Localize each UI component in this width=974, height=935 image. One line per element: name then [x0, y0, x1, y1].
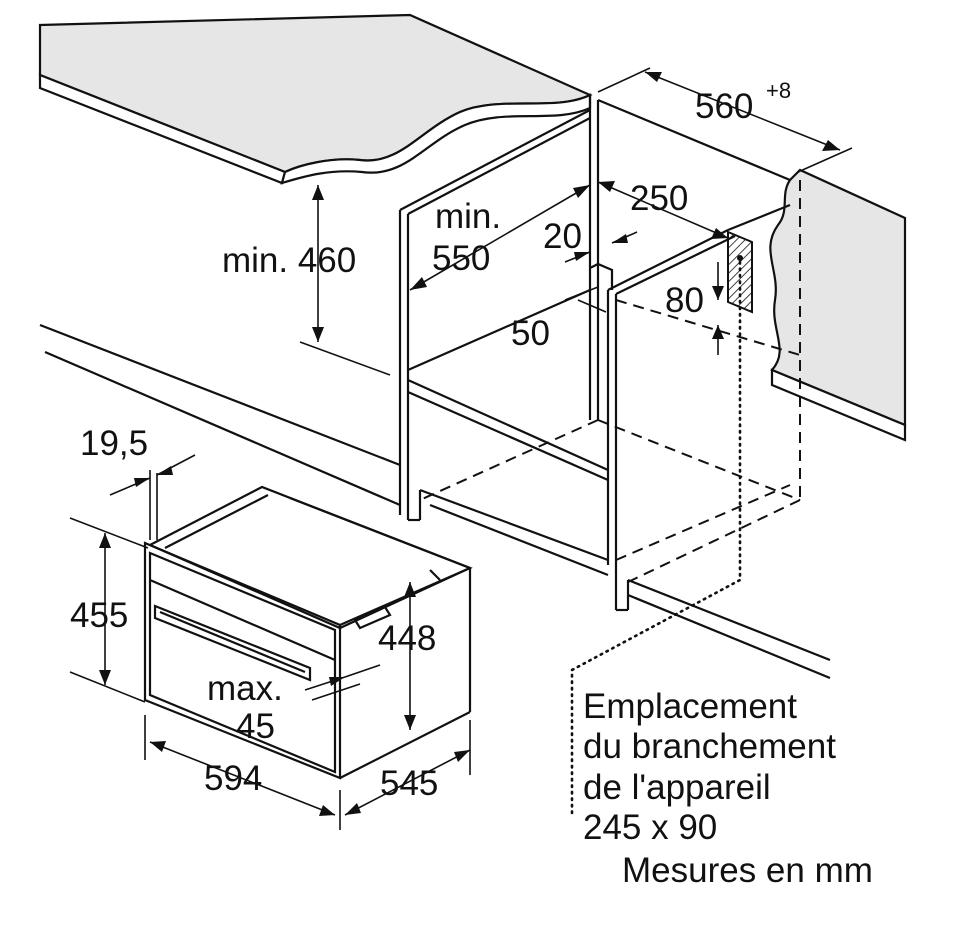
connection-leader [570, 260, 742, 817]
dimension-labels: 560 +8 250 min. 550 20 min. 460 50 80 19… [70, 78, 791, 803]
label-80: 80 [665, 281, 704, 320]
connection-area [727, 230, 753, 314]
note-line-3: de l'appareil [583, 768, 771, 807]
floor-lines [39, 323, 831, 680]
label-19-5: 19,5 [80, 424, 148, 463]
note-line-4: 245 x 90 [583, 808, 717, 847]
note-line-2: du branchement [583, 727, 836, 766]
worktop [38, 13, 593, 185]
label-50: 50 [511, 314, 550, 353]
label-448: 448 [378, 619, 436, 658]
label-min-460: min. 460 [222, 241, 356, 280]
label-545: 545 [380, 764, 438, 803]
note-line-1: Emplacement [583, 687, 797, 726]
label-594: 594 [204, 759, 262, 798]
right-wall [769, 168, 907, 442]
label-560-tolerance: +8 [766, 78, 791, 103]
connection-note: Emplacement du branchement de l'appareil… [583, 687, 836, 847]
dimension-arrows [69, 67, 853, 830]
label-max-45-value: 45 [236, 707, 275, 746]
units-label: Mesures en mm [622, 851, 873, 890]
oven [143, 485, 473, 780]
label-560: 560 [695, 87, 753, 126]
label-20: 20 [543, 217, 582, 256]
label-250: 250 [630, 179, 688, 218]
label-min-550-prefix: min. [435, 197, 501, 236]
label-455: 455 [70, 596, 128, 635]
label-max-45-prefix: max. [207, 669, 283, 708]
cabinet [398, 95, 801, 612]
label-min-550-value: 550 [432, 239, 490, 278]
